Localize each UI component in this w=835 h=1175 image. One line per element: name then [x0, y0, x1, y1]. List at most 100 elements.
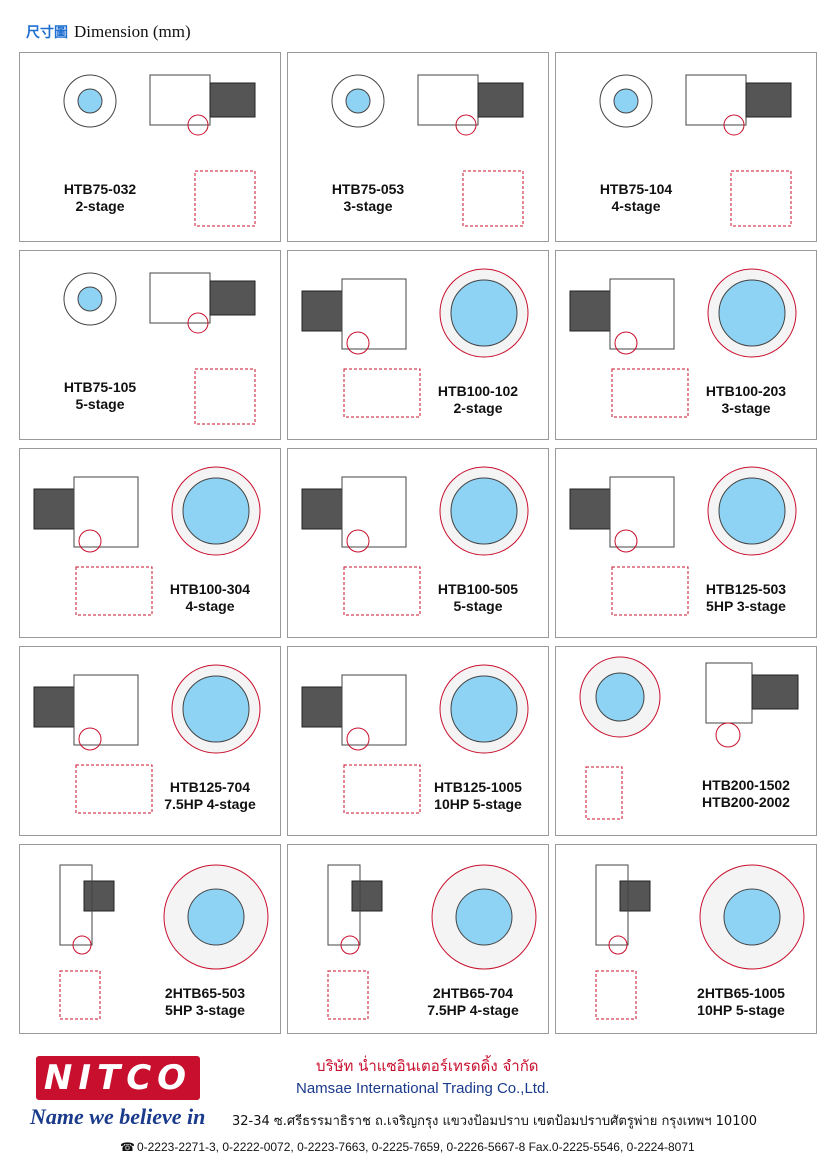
outlet-flange	[455, 114, 477, 136]
motor-body	[751, 674, 799, 710]
model-stage: 2-stage	[75, 198, 125, 214]
contact-phones: ☎0-2223-2271-3, 0-2222-0072, 0-2223-7663…	[120, 1140, 695, 1154]
company-name-english: Namsae International Trading Co.,Ltd.	[296, 1080, 550, 1097]
dimension-drawing	[327, 864, 537, 1020]
motor-body	[619, 880, 651, 912]
motor-body	[569, 488, 611, 530]
base-plate-outline	[327, 970, 369, 1020]
model-name: HTB75-105	[63, 379, 137, 395]
impeller-eye	[77, 286, 103, 312]
motor-body	[33, 686, 75, 728]
model-stage: 5HP 3-stage	[706, 598, 786, 614]
blower-housing-side	[609, 476, 675, 548]
blower-housing-front	[331, 74, 385, 128]
motor-body	[477, 82, 524, 118]
model-name: HTB100-102	[437, 383, 519, 399]
outlet-flange	[346, 331, 370, 355]
title-en: Dimension (mm)	[74, 22, 191, 41]
base-plate-outline	[611, 368, 689, 418]
motor-body	[33, 488, 75, 530]
outlet-flange	[78, 529, 102, 553]
company-name-thai: บริษัท น่ำแซอินเตอร์เทรดดิ้ง จำกัด	[316, 1057, 539, 1075]
base-plate-outline	[595, 970, 637, 1020]
telephone-icon: ☎	[120, 1140, 135, 1154]
blower-housing-side	[73, 476, 139, 548]
blower-housing-side	[341, 674, 407, 746]
base-plate-outline	[75, 566, 153, 616]
dimension-drawing	[63, 272, 256, 425]
motor-body	[569, 290, 611, 332]
model-name: HTB100-203	[705, 383, 787, 399]
dimension-drawing	[33, 664, 261, 814]
blower-housing-side	[327, 864, 361, 946]
base-plate-outline	[343, 764, 421, 814]
motor-body	[301, 686, 343, 728]
model-stage: 7.5HP 4-stage	[164, 796, 256, 812]
base-plate-outline	[611, 566, 689, 616]
slogan: Name we believe in	[30, 1104, 206, 1129]
motor-body	[209, 280, 256, 316]
base-plate-outline	[59, 970, 101, 1020]
model-stage: 5-stage	[453, 598, 503, 614]
model-name: 2HTB65-1005	[697, 985, 785, 1001]
company-logo: NITCO	[36, 1056, 200, 1100]
blower-housing-side	[149, 74, 211, 126]
base-plate-outline	[343, 566, 421, 616]
impeller-disc	[450, 279, 518, 347]
title-cjk: 尺寸圖	[26, 25, 68, 41]
footer: NITCO Name we believe in บริษัท น่ำแซอิน…	[0, 1038, 835, 1175]
dimension-drawing	[595, 864, 805, 1020]
impeller-disc	[182, 477, 250, 545]
dimension-drawing	[301, 664, 529, 814]
model-name: HTB100-505	[437, 581, 519, 597]
outlet-flange	[346, 529, 370, 553]
logo-text: NITCO	[43, 1058, 193, 1098]
model-stage: 4-stage	[611, 198, 661, 214]
impeller-disc	[187, 888, 245, 946]
model-name: HTB200-1502	[702, 777, 790, 793]
blower-housing-side	[685, 74, 747, 126]
dimension-drawing	[301, 268, 529, 418]
model-stage: HTB200-2002	[702, 794, 790, 810]
outlet-flange	[78, 727, 102, 751]
model-stage: 10HP 5-stage	[697, 1002, 785, 1018]
outlet-flange	[723, 114, 745, 136]
outlet-flange	[187, 312, 209, 334]
model-stage: 10HP 5-stage	[434, 796, 522, 812]
impeller-eye	[77, 88, 103, 114]
outlet-flange	[715, 722, 741, 748]
model-name: HTB75-053	[331, 181, 405, 197]
blower-housing-side	[73, 674, 139, 746]
model-stage: 3-stage	[343, 198, 393, 214]
impeller-eye	[345, 88, 371, 114]
blower-housing-side	[609, 278, 675, 350]
outlet-flange	[346, 727, 370, 751]
base-plate-outline	[194, 170, 256, 227]
dimension-drawing	[579, 656, 799, 820]
dimension-drawing	[33, 466, 261, 616]
blower-housing-side	[595, 864, 629, 946]
dimension-drawing	[599, 74, 792, 227]
base-plate-outline	[462, 170, 524, 227]
outlet-flange	[72, 935, 92, 955]
dimension-drawing	[63, 74, 256, 227]
impeller-disc	[718, 477, 786, 545]
blower-housing-front	[63, 74, 117, 128]
